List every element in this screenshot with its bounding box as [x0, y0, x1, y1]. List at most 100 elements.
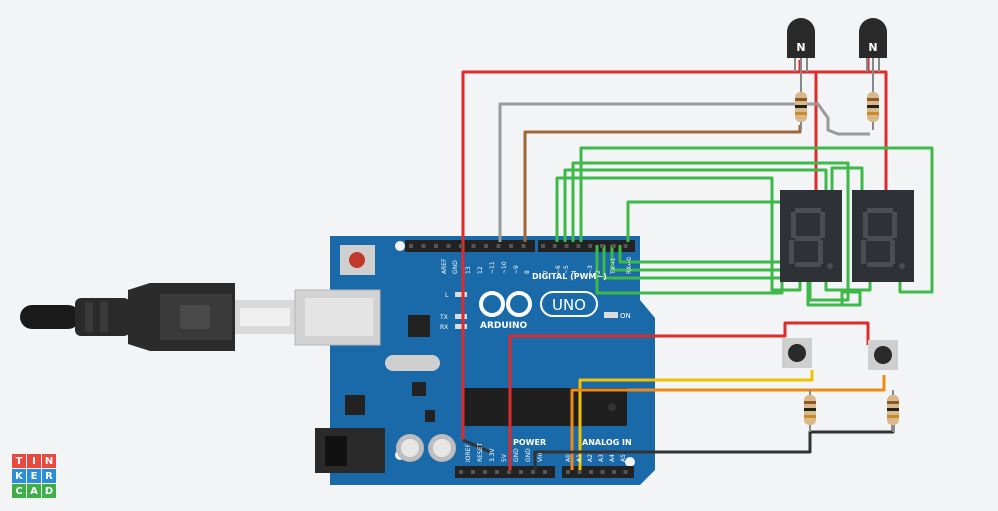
header-pin[interactable]: [409, 244, 413, 248]
yellow-wire-a1: [578, 370, 814, 470]
analog-header-label: ANALOG IN: [582, 438, 632, 447]
header-pin[interactable]: [446, 244, 451, 248]
tinkercad-logo-letter: A: [27, 484, 41, 498]
header-pin[interactable]: [521, 244, 526, 248]
transistor-1[interactable]: N: [787, 18, 815, 86]
pushbutton-1[interactable]: [782, 338, 812, 368]
analog-pin-label: A5: [620, 454, 627, 462]
header-pin[interactable]: [623, 244, 628, 248]
analog-pin-label: A2: [587, 454, 594, 462]
header-pin[interactable]: [541, 244, 545, 248]
tinkercad-logo-letter: T: [12, 454, 26, 468]
seven-segment-display-2[interactable]: [852, 190, 914, 282]
digital-pin-label: 4: [571, 270, 578, 274]
board-model-text: UNO: [552, 296, 586, 314]
header-pin[interactable]: [509, 244, 513, 248]
resistor-2[interactable]: [867, 86, 879, 130]
arduino-logo-text: ARDUINO: [480, 321, 528, 331]
header-pin[interactable]: [589, 470, 593, 474]
red-wire-display1: [800, 70, 818, 195]
pushbutton-2[interactable]: [868, 340, 898, 370]
green-wire-4: [579, 146, 934, 294]
orange-wire-a0: [570, 375, 886, 470]
tinkercad-logo-letter: C: [12, 484, 26, 498]
header-pin[interactable]: [519, 470, 523, 474]
power-pin-label: Vin: [537, 452, 544, 462]
black-wire-gnd-2: [462, 438, 491, 454]
led-rx-label: RX: [440, 324, 448, 331]
digital-pin-label: ~11: [489, 261, 496, 274]
digital-pin-label: ~3: [587, 265, 594, 274]
green-wire-1: [555, 176, 802, 292]
header-pin[interactable]: [484, 244, 488, 248]
header-pin[interactable]: [496, 244, 501, 248]
seven-segment-display-1[interactable]: [780, 190, 842, 282]
header-pin[interactable]: [552, 244, 557, 248]
red-wire-transistor2: [800, 58, 870, 74]
digital-pin-label: AREF: [441, 258, 448, 274]
header-pin[interactable]: [600, 470, 605, 474]
power-pin-label: RESET: [477, 442, 484, 462]
green-wire-10: [830, 166, 864, 190]
header-pin[interactable]: [471, 470, 475, 474]
green-wire-9: [618, 245, 790, 264]
power-pin-label: GND: [513, 448, 520, 462]
arduino-logo-icon: [479, 291, 532, 317]
digital-pin-label: ~9: [513, 265, 520, 274]
gray-wire-pin10: [498, 102, 870, 242]
header-pin[interactable]: [577, 470, 582, 474]
transistor-2-label: N: [868, 41, 877, 54]
arduino-board[interactable]: [294, 236, 655, 485]
header-pin[interactable]: [543, 470, 547, 474]
red-wire-display2: [868, 70, 888, 195]
header-pin[interactable]: [421, 244, 426, 248]
analog-pin-label: A1: [576, 454, 583, 462]
green-wire-11: [806, 275, 862, 307]
header-pin[interactable]: [564, 244, 569, 248]
header-pin[interactable]: [600, 244, 604, 248]
green-wire-7: [602, 245, 790, 280]
resistor-3[interactable]: [804, 390, 816, 432]
usb-cable[interactable]: [20, 283, 295, 351]
led-tx-label: TX: [439, 314, 448, 321]
transistor-2[interactable]: N: [859, 18, 887, 86]
analog-pin-label: A3: [598, 454, 605, 462]
header-pin[interactable]: [507, 470, 511, 474]
tinkercad-logo-letter: K: [12, 469, 26, 483]
tinkercad-logo-letter: I: [27, 454, 41, 468]
header-pin[interactable]: [576, 244, 581, 248]
digital-pin-label: ~6: [555, 265, 562, 274]
digital-pin-label: 13: [465, 266, 472, 274]
header-pin[interactable]: [611, 244, 616, 248]
digital-pin-label: 12: [477, 266, 484, 274]
header-pin[interactable]: [434, 244, 438, 248]
header-pin[interactable]: [531, 470, 535, 474]
tinkercad-logo-letter: E: [27, 469, 41, 483]
digital-pin-label: 7: [543, 270, 550, 274]
header-pin[interactable]: [459, 244, 463, 248]
resistor-1[interactable]: [795, 86, 807, 130]
resistor-4[interactable]: [887, 390, 899, 432]
transistor-1-label: N: [796, 41, 805, 54]
header-pin[interactable]: [623, 470, 628, 474]
green-wire-3: [571, 161, 850, 302]
analog-pin-label: A4: [609, 454, 616, 462]
digital-header-label: DIGITAL (PWM~): [532, 272, 607, 281]
digital-pin-label: GND: [452, 260, 459, 274]
power-pin-label: 3.3V: [489, 447, 496, 462]
header-pin[interactable]: [588, 244, 593, 248]
header-pin[interactable]: [566, 470, 570, 474]
header-pin[interactable]: [459, 470, 463, 474]
header-pin[interactable]: [471, 244, 476, 248]
header-pin[interactable]: [612, 470, 616, 474]
green-wire-8: [610, 245, 790, 272]
led-l-label: L: [445, 292, 449, 299]
on-led-label: ON: [620, 312, 631, 320]
tinkercad-logo-letter: N: [42, 454, 56, 468]
header-pin[interactable]: [483, 470, 487, 474]
header-pin[interactable]: [495, 470, 499, 474]
